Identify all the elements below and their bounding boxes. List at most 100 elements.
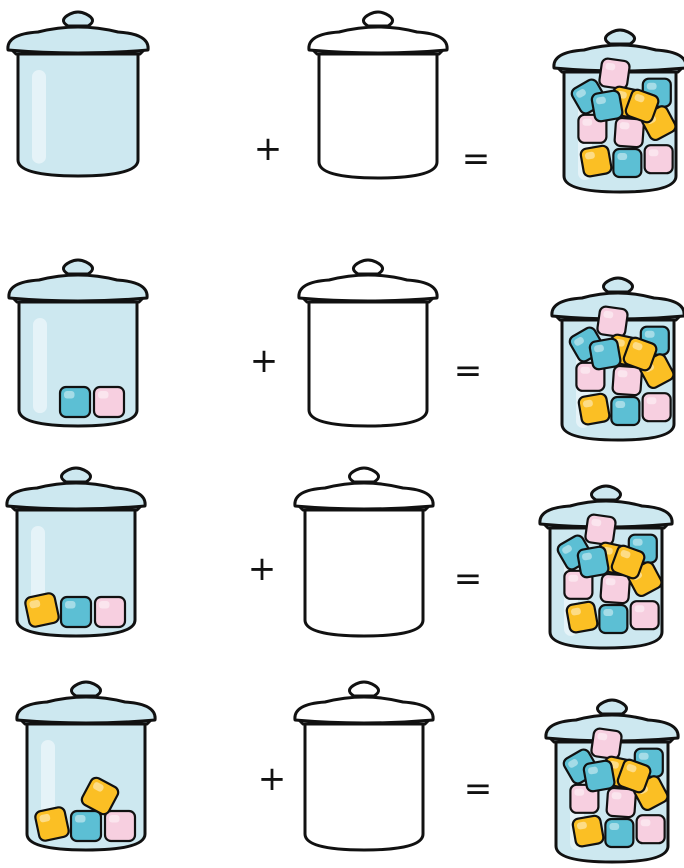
jar-knob [597, 700, 626, 714]
candy-shine [647, 397, 657, 404]
candy-shine [647, 83, 657, 90]
candy-shine [645, 331, 655, 338]
jar-knob [61, 468, 90, 482]
candy-cube [105, 811, 135, 841]
candy-cube [94, 387, 124, 417]
jar-knob [363, 12, 392, 26]
jar-lid [8, 27, 148, 53]
candy-shine [605, 578, 615, 586]
candy-shine [641, 819, 651, 826]
candy-cube [566, 601, 598, 633]
candy-cube [583, 760, 615, 792]
candy-cube [60, 387, 90, 417]
jar-knob [603, 278, 632, 292]
candy-cube [71, 811, 101, 841]
jar-body [319, 50, 437, 178]
candy-cube [631, 601, 659, 629]
equals-sign: = [464, 769, 493, 809]
candy-shine [582, 119, 592, 126]
candy-cube [597, 306, 629, 338]
equation-rows: +=+=+=+= [7, 12, 684, 862]
jar-knob [349, 468, 378, 482]
candy-shine [635, 605, 645, 612]
jar-glass-highlight [32, 70, 46, 164]
jar-lid [309, 27, 447, 53]
jar-body [309, 298, 427, 426]
candy-shine [568, 575, 578, 582]
candy-cube [611, 397, 639, 425]
jar-body [305, 506, 423, 636]
plus-sign: + [258, 759, 287, 799]
missing-jar [295, 682, 433, 850]
candy-cube [643, 393, 671, 421]
candy-cube [605, 819, 633, 847]
candy-shine [611, 792, 621, 800]
candy-cube [614, 118, 644, 148]
candy-cube [600, 574, 630, 604]
jar-knob [349, 682, 378, 696]
candy-shine [633, 539, 643, 546]
candy-cube [612, 366, 642, 396]
candy-shine [609, 823, 619, 830]
jar-lid [17, 697, 155, 723]
candy-cube [591, 90, 623, 122]
jar-lid [7, 483, 145, 509]
equals-sign: = [454, 351, 483, 391]
candy-shine [649, 149, 659, 156]
candy-cube [580, 145, 612, 177]
jar-knob [353, 260, 382, 274]
candy-cube [585, 514, 617, 546]
candy-shine [617, 370, 627, 378]
candy-cube [34, 806, 70, 842]
candy-shine [75, 815, 86, 823]
jar-knob [63, 12, 92, 26]
candy-shine [65, 601, 76, 609]
candy-shine [639, 753, 649, 760]
equation-row: += [7, 468, 672, 648]
candy-cube [61, 597, 91, 627]
missing-jar [295, 468, 433, 636]
candy-cube [637, 815, 665, 843]
candy-shine [617, 153, 627, 160]
candy-cube [577, 546, 609, 578]
plus-sign: + [254, 129, 283, 169]
equation-row: += [17, 682, 678, 862]
candy-cube [95, 597, 125, 627]
candy-shine [109, 815, 120, 823]
jar-knob [63, 260, 92, 274]
candy-shine [619, 122, 629, 130]
candy-shine [615, 401, 625, 408]
start-jar [8, 12, 148, 176]
plus-sign: + [248, 549, 277, 589]
candy-cube [589, 338, 621, 370]
candy-shine [99, 601, 110, 609]
candy-shine [98, 391, 109, 399]
candy-shine [603, 609, 613, 616]
candy-cube [591, 728, 623, 760]
candy-cube [578, 393, 610, 425]
candy-cube [24, 592, 60, 628]
candy-shine [580, 367, 590, 374]
jar-lid [295, 483, 433, 509]
candy-cube [606, 788, 636, 818]
missing-jar [299, 260, 437, 426]
jar-knob [605, 30, 634, 44]
missing-jar [309, 12, 447, 178]
candy-cube [599, 58, 631, 90]
candy-cube [572, 815, 604, 847]
equals-sign: = [462, 139, 491, 179]
jar-lid [295, 697, 433, 723]
equation-row: += [9, 260, 684, 440]
candy-shine [64, 391, 75, 399]
plus-sign: + [250, 341, 279, 381]
equals-sign: = [454, 559, 483, 599]
candy-shine [574, 789, 584, 796]
equation-row: += [8, 12, 684, 192]
candy-cube [599, 605, 627, 633]
jar-lid [299, 275, 437, 301]
candy-cube [645, 145, 673, 173]
jar-body [305, 720, 423, 850]
jar-lid [9, 275, 147, 301]
jar-knob [591, 486, 620, 500]
